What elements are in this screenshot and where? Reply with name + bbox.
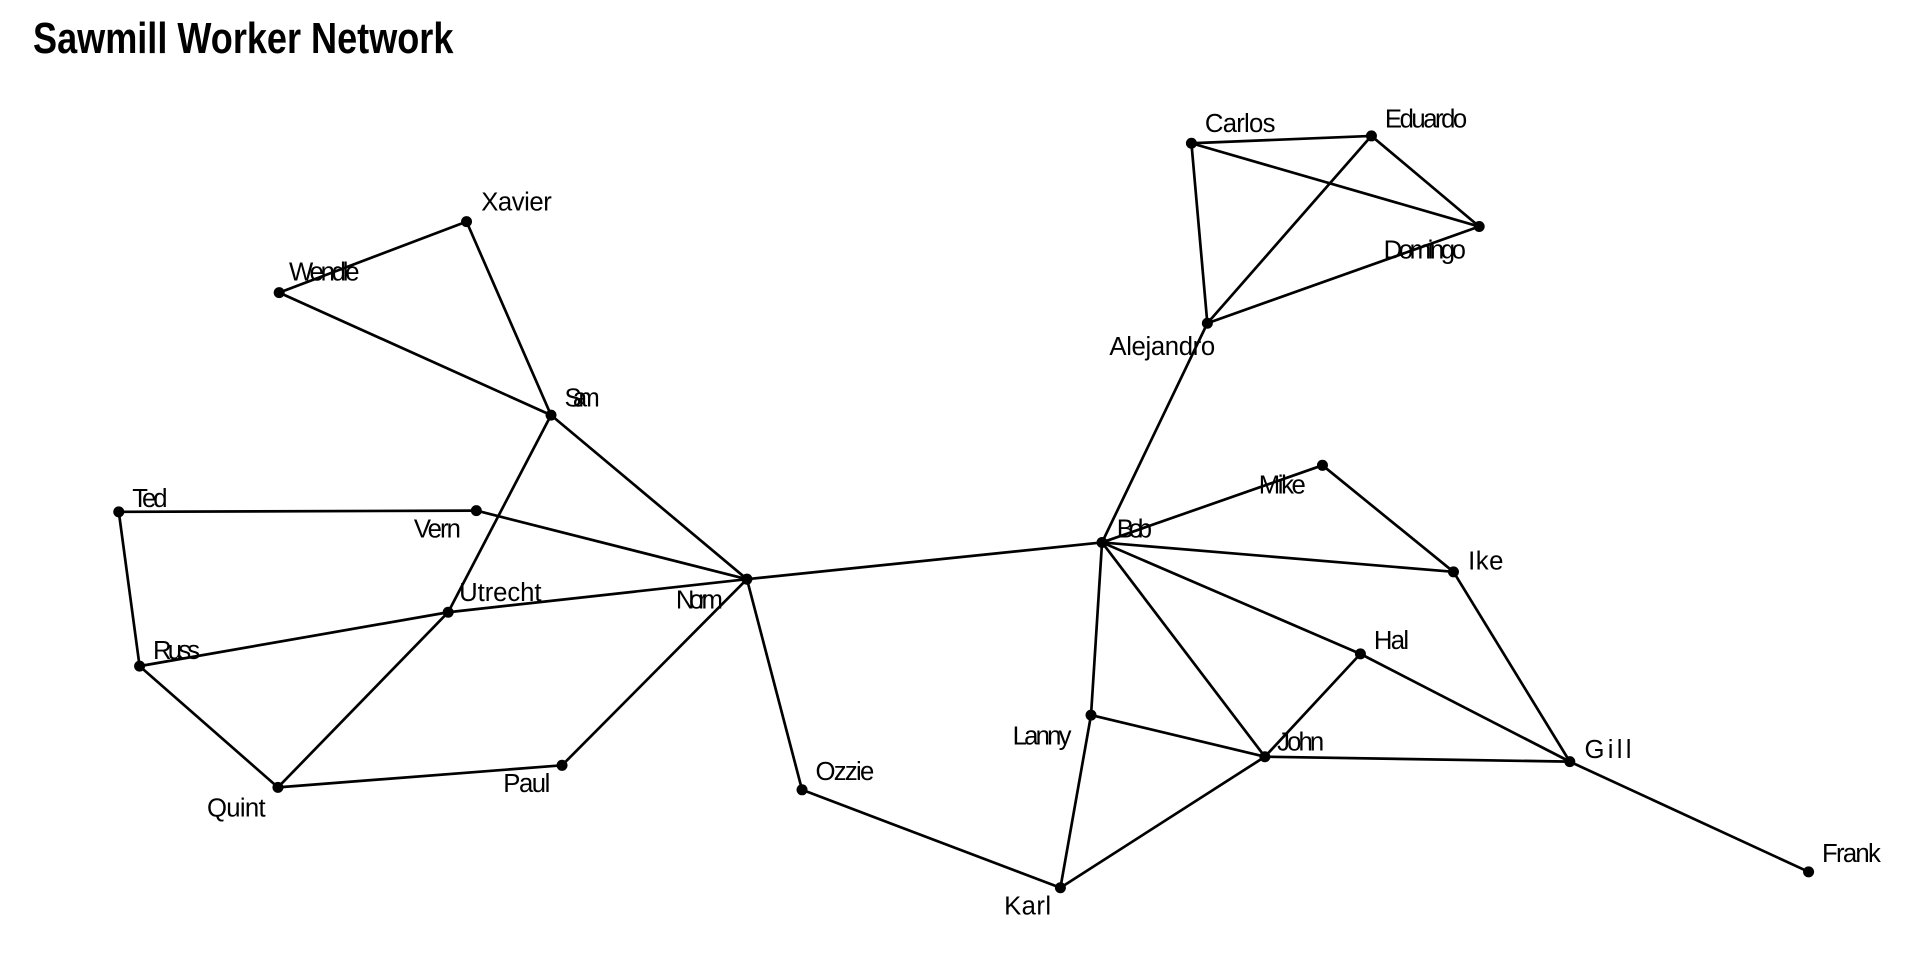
edge-sam-norm [550,414,748,581]
edge-john-karl [1059,755,1266,889]
edge-hal-gill [1359,652,1571,763]
edge-utrecht-russ [139,610,449,668]
edge-bob-lanny [1089,542,1104,716]
node-eduardo [1365,130,1377,142]
edge-bob-mike [1101,464,1323,544]
node-utrecht [442,606,454,618]
edge-eduardo-alejandro [1206,135,1373,325]
edge-bob-hal [1101,541,1361,656]
node-frank [1803,866,1815,878]
edge-russ-quint [138,665,279,789]
node-ozzie [796,784,808,796]
node-mike [1316,459,1328,471]
node-russ [134,660,146,672]
node-label-frank: Frank [1822,840,1881,868]
edge-bob-ike [1101,541,1454,574]
edge-gill-frank [1569,760,1810,874]
node-hal [1354,648,1366,660]
node-quint [272,781,284,793]
node-lanny [1085,709,1097,721]
edge-domingo-alejandro [1206,225,1480,325]
node-bob [1096,536,1108,548]
edge-xavier-sam [465,221,553,416]
node-paul [556,759,568,771]
node-label-john: John [1277,729,1324,757]
edge-carlos-alejandro [1190,143,1209,324]
node-carlos [1185,137,1197,149]
node-label-karl: Karl [1004,893,1051,921]
node-label-sam: Sam [564,385,599,413]
node-vern [470,505,482,517]
edge-utrecht-norm [448,577,748,614]
node-label-russ: Russ [153,637,200,665]
node-sam [545,409,557,421]
node-label-ted: Ted [132,485,167,513]
node-label-xavier: Xavier [481,189,552,217]
node-label-alejandro: Alejandro [1109,333,1215,361]
edge-wendle-sam [278,291,552,417]
edge-john-gill [1264,755,1570,763]
edge-ike-gill [1452,571,1571,763]
edge-lanny-john [1090,713,1266,759]
edge-alejandro-bob [1100,322,1209,544]
node-label-lanny: Lanny [1013,722,1072,750]
edge-mike-ike [1321,464,1455,573]
edge-utrecht-quint [276,611,450,789]
edge-vern-norm [475,509,748,581]
node-ted [113,506,125,518]
edge-xavier-wendle [278,220,468,294]
node-ike [1447,566,1459,578]
node-label-ozzie: Ozzie [816,758,875,786]
node-domingo [1473,221,1485,233]
edge-norm-bob [746,541,1103,581]
node-label-gill: Gill [1584,736,1631,764]
node-label-domingo: Domingo [1384,236,1466,264]
node-label-wendle: Wendle [289,258,360,286]
node-john [1259,751,1271,763]
edge-ozzie-karl [801,788,1061,890]
edge-sam-utrecht [446,414,553,613]
edge-ted-russ [117,511,141,667]
node-label-utrecht: Utrecht [459,579,541,607]
node-label-ike: Ike [1468,547,1503,575]
edge-ted-vern [118,509,477,514]
node-xavier [461,216,473,228]
node-norm [741,573,753,585]
node-label-vern: Vern [414,516,461,544]
edge-carlos-eduardo [1191,134,1372,145]
edge-paul-norm [561,578,748,767]
edge-bob-john [1100,541,1266,758]
node-gill [1564,756,1576,768]
node-alejandro [1201,317,1213,329]
node-label-bob: Bob [1117,516,1152,544]
node-label-quint: Quint [207,795,266,823]
edge-quint-paul [277,763,563,789]
node-label-hal: Hal [1374,627,1409,655]
node-karl [1054,882,1066,894]
node-label-eduardo: Eduardo [1385,105,1467,133]
node-wendle [273,287,285,299]
edge-hal-john [1263,652,1362,758]
edge-norm-ozzie [745,578,804,791]
node-label-carlos: Carlos [1205,110,1276,138]
node-label-norm: Norm [676,587,723,615]
edge-eduardo-domingo [1370,134,1481,228]
diagram-title: Sawmill Worker Network [33,14,454,63]
node-label-paul: Paul [503,770,550,798]
node-label-mike: Mike [1259,471,1306,499]
edges-layer [117,134,1810,890]
edge-carlos-domingo [1191,141,1480,228]
edge-lanny-karl [1059,714,1093,888]
